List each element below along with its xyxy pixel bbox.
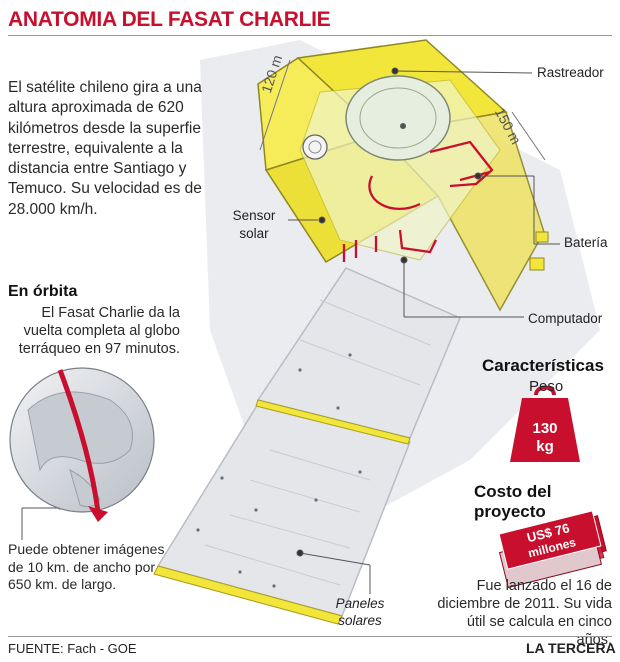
label-sensor-solar: Sensor solar bbox=[224, 207, 284, 243]
label-sensor-line2: solar bbox=[239, 226, 269, 241]
weight-unit: kg bbox=[536, 438, 554, 455]
dimension-lines bbox=[259, 59, 546, 161]
brand-logo: LA TERCERA bbox=[526, 640, 616, 656]
characteristics-heading: Características bbox=[482, 356, 604, 375]
weight-icon bbox=[510, 385, 580, 462]
weight-label: Peso bbox=[529, 378, 564, 395]
cost-heading: Costo del proyecto bbox=[474, 482, 552, 521]
money-stack-icon bbox=[498, 510, 607, 589]
orbit-heading: En órbita bbox=[8, 283, 78, 300]
label-paneles-line1: Paneles bbox=[335, 596, 385, 611]
globe-icon bbox=[9, 367, 155, 522]
label-paneles-solares: Paneles solares bbox=[330, 595, 390, 629]
label-computador: Computador bbox=[528, 311, 603, 326]
images-note: Puede obtener imágenes de 10 km. de anch… bbox=[8, 541, 165, 592]
label-bateria: Batería bbox=[564, 235, 608, 250]
weight-value: 130 kg bbox=[515, 420, 575, 456]
intro-text: El satélite chileno gira a una altura ap… bbox=[8, 79, 202, 218]
satellite-body bbox=[257, 39, 549, 312]
label-sensor-line1: Sensor bbox=[232, 208, 276, 223]
weight-number: 130 bbox=[532, 420, 558, 437]
page-title: ANATOMIA DEL FASAT CHARLIE bbox=[8, 8, 331, 31]
footer-divider bbox=[8, 636, 612, 637]
source-credit: FUENTE: Fach - GOE bbox=[8, 641, 137, 656]
title-divider bbox=[8, 35, 612, 36]
launch-note: Fue lanzado el 16 de diciembre de 2011. … bbox=[437, 578, 612, 648]
label-rastreador: Rastreador bbox=[537, 65, 604, 80]
orbit-text: El Fasat Charlie da la vuelta completa a… bbox=[18, 305, 180, 357]
label-paneles-line2: solares bbox=[338, 613, 382, 628]
solar-panels bbox=[153, 267, 461, 625]
